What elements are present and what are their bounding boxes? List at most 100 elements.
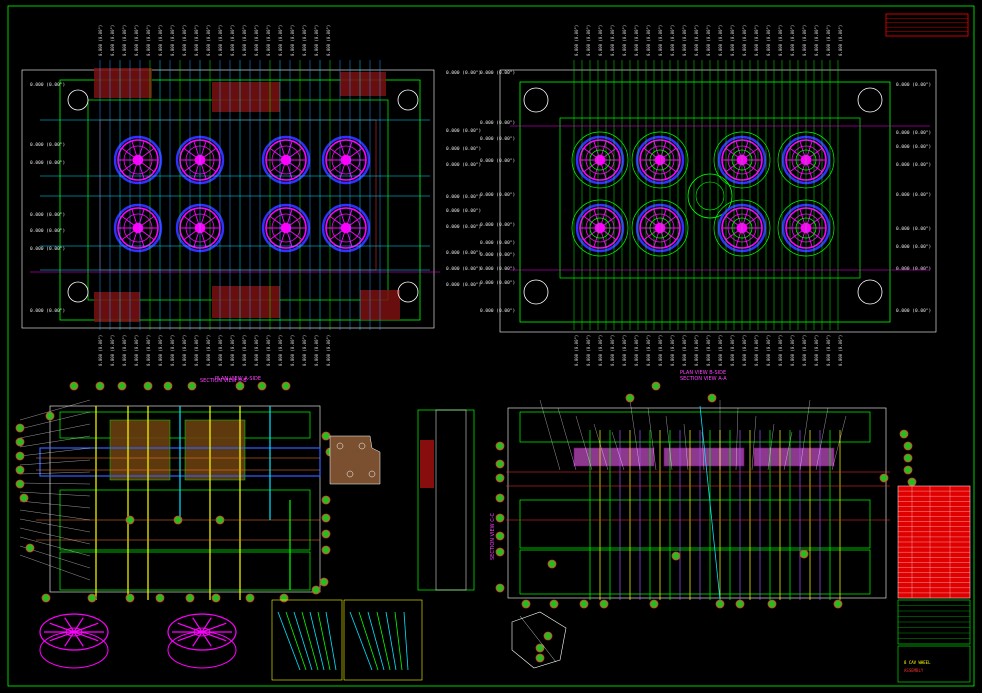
dimension-label: 0.000 (0.00") <box>742 335 747 366</box>
balloon-callouts-br <box>495 381 917 663</box>
balloon-callout <box>495 531 505 541</box>
balloon-callout <box>95 381 105 391</box>
dimension-label: 0.000 (0.00") <box>230 335 235 366</box>
balloon-callout <box>15 437 25 447</box>
thumbnail-line <box>285 611 307 671</box>
dimension-label: 0.000 (0.00") <box>598 335 603 366</box>
clamp-plate-outline <box>21 69 435 329</box>
leader-line <box>767 423 775 471</box>
dimension-label: 0.000 (0.00") <box>802 25 807 56</box>
leader-line <box>19 491 91 497</box>
side-dimension-label: 0.000 (0.00") <box>30 142 65 148</box>
guide-pin <box>397 281 419 303</box>
dimension-label: 0.000 (0.00") <box>170 335 175 366</box>
balloon-callout <box>173 515 183 525</box>
side-dimension-label: 0.000 (0.00") <box>446 224 481 230</box>
side-dimension-label: 0.000 (0.00") <box>446 70 481 76</box>
wheel-spoke <box>201 631 212 647</box>
guide-pin <box>857 87 883 113</box>
balloon-callout <box>321 529 331 539</box>
leader-line <box>19 518 91 533</box>
wheel-hub <box>65 627 83 637</box>
side-dimension-label: 0.000 (0.00") <box>446 162 481 168</box>
dimension-label: 0.000 (0.00") <box>790 335 795 366</box>
title-lower-rows <box>898 605 970 639</box>
dimension-label: 0.000 (0.00") <box>610 25 615 56</box>
wheel-spoke <box>73 622 99 633</box>
dimension-label: 0.000 (0.00") <box>754 335 759 366</box>
top-clamp-section <box>519 411 871 443</box>
section-view-b-b: SECTION VIEW B-B <box>15 378 335 603</box>
leader-line <box>683 423 689 471</box>
wheel-spoke <box>177 622 203 633</box>
leader-line <box>831 415 847 471</box>
balloon-callout <box>547 559 557 569</box>
dimension-label: 0.000 (0.00") <box>694 25 699 56</box>
ejector-housing <box>59 551 311 591</box>
dimension-label: 0.000 (0.00") <box>778 335 783 366</box>
side-dimension-label: 0.000 (0.00") <box>446 208 481 214</box>
leader-line <box>19 509 91 521</box>
dimension-label: 0.000 (0.00") <box>194 335 199 366</box>
balloon-callout <box>495 441 505 451</box>
wheel-spokes <box>44 617 104 647</box>
side-dimension-label: 0.000 (0.00") <box>446 282 481 288</box>
dimension-label: 0.000 (0.00") <box>634 25 639 56</box>
plan-view-a-side: 0.000 (0.00") 0.000 (0.00") 0.000 (0.00") 0… <box>21 25 931 382</box>
dimension-label: 0.000 (0.00") <box>110 25 115 56</box>
balloon-callouts-bl <box>15 381 335 603</box>
dimension-label: 0.000 (0.00") <box>814 25 819 56</box>
thumbnail-line <box>376 611 391 671</box>
wheel-spoke <box>64 617 75 633</box>
thumbnail-frame <box>271 599 343 681</box>
dimension-label: 0.000 (0.00") <box>206 335 211 366</box>
side-section-plate <box>435 409 467 591</box>
cavity-ring <box>113 203 163 253</box>
side-dimension-label: 0.000 (0.00") <box>480 192 515 198</box>
dimension-label: 0.000 (0.00") <box>266 25 271 56</box>
dimension-label: 0.000 (0.00") <box>122 335 127 366</box>
dimension-label: 0.000 (0.00") <box>670 335 675 366</box>
thumbnail-line <box>293 611 313 671</box>
balloon-callout <box>495 473 505 483</box>
side-dimension-label: 0.000 (0.00") <box>446 266 481 272</box>
title-block: 8 CAV WHEEL ASSEMBLY <box>897 485 971 683</box>
cavity-group-a <box>113 135 371 253</box>
dimension-label: 0.000 (0.00") <box>158 25 163 56</box>
dimension-label: 0.000 (0.00") <box>706 335 711 366</box>
bracket-hole <box>368 470 376 478</box>
dimension-label: 0.000 (0.00") <box>254 335 259 366</box>
section-b-title: SECTION VIEW B-B <box>200 378 247 384</box>
dimension-label: 0.000 (0.00") <box>730 335 735 366</box>
balloon-callout <box>625 393 635 403</box>
leader-line <box>629 399 641 471</box>
wheel-spoke <box>201 622 227 633</box>
leader-line <box>19 536 91 557</box>
title-rows <box>898 486 970 598</box>
thumbnail-frame <box>343 599 423 681</box>
section-outline <box>507 407 887 599</box>
cavity-pocket <box>571 199 629 257</box>
dimension-label: 0.000 (0.00") <box>718 25 723 56</box>
side-dimension-label: 0.000 (0.00") <box>480 252 515 258</box>
dimension-label: 0.000 (0.00") <box>206 25 211 56</box>
balloon-callout <box>495 513 505 523</box>
dimension-label: 0.000 (0.00") <box>326 335 331 366</box>
dimension-label: 0.000 (0.00") <box>598 25 603 56</box>
balloon-callout <box>321 495 331 505</box>
section-outline <box>49 405 321 593</box>
dimension-label: 0.000 (0.00") <box>134 335 139 366</box>
dimension-label: 0.000 (0.00") <box>814 335 819 366</box>
leader-line <box>19 482 91 485</box>
wheel-spoke <box>73 631 84 647</box>
leader-line <box>19 500 91 509</box>
hatch-block <box>94 292 140 322</box>
cavity-ring <box>635 203 685 253</box>
cavity-band <box>573 447 655 467</box>
balloon-callout <box>649 599 659 609</box>
wheel-spoke <box>201 631 227 642</box>
dimension-label: 0.000 (0.00") <box>790 25 795 56</box>
bracket-hole <box>336 442 344 450</box>
side-dimension-label: 0.000 (0.00") <box>896 144 931 150</box>
balloon-callout <box>899 429 909 439</box>
